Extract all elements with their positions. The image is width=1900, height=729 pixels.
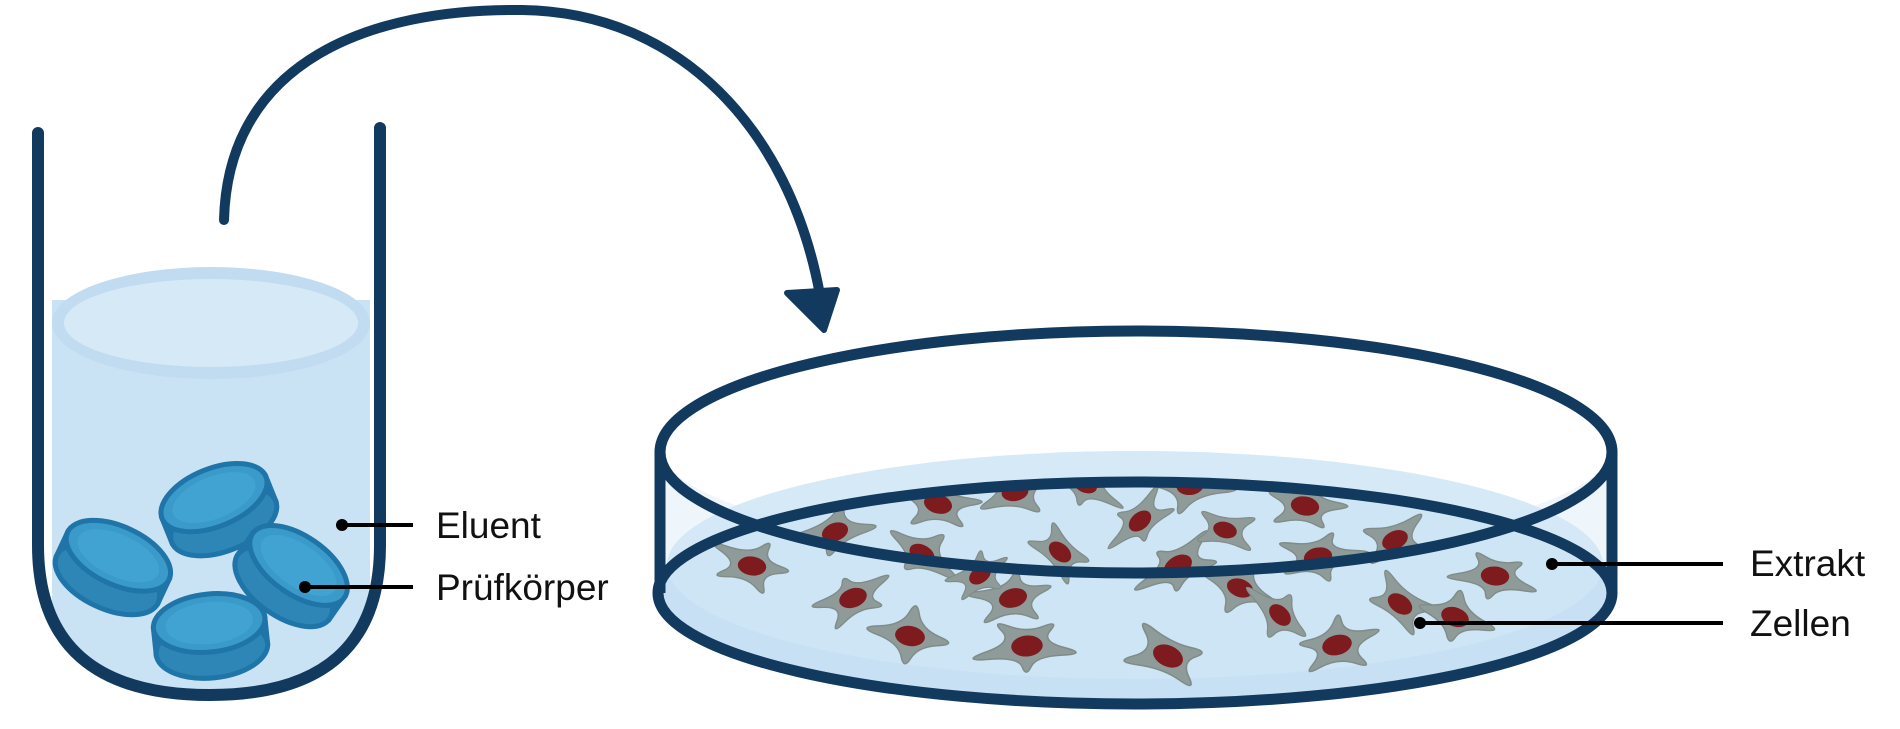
cell xyxy=(789,505,877,557)
cell-nucleus xyxy=(1269,604,1291,626)
cell xyxy=(712,542,790,594)
cell-nucleus xyxy=(1128,510,1152,532)
cell-nucleus xyxy=(1290,496,1320,516)
cell xyxy=(1446,552,1537,600)
label-extrakt-text: Extrakt xyxy=(1750,543,1866,584)
cell-nucleus xyxy=(821,522,849,542)
test-tube-icon xyxy=(32,122,386,702)
cell-nucleus xyxy=(999,588,1027,608)
cell xyxy=(866,605,950,665)
sample-disc xyxy=(52,517,174,618)
cell-nucleus xyxy=(1048,541,1072,563)
cell xyxy=(1123,622,1203,687)
cell-layer xyxy=(712,482,1537,687)
label-eluent-text: Eluent xyxy=(436,505,542,546)
tube-outline xyxy=(32,122,386,702)
cell-nucleus xyxy=(1480,566,1510,586)
cell xyxy=(1268,482,1349,529)
cell xyxy=(1107,484,1175,550)
label-pruefkoerper-text: Prüfkörper xyxy=(436,567,609,608)
label-eluent: Eluent xyxy=(336,505,542,546)
cell-nucleus xyxy=(1011,635,1043,657)
cell xyxy=(1299,614,1380,673)
cell-nucleus xyxy=(1153,644,1183,668)
curved-arrow-icon xyxy=(219,4,840,333)
cell-nucleus xyxy=(1322,634,1352,656)
label-pruefkoerper: Prüfkörper xyxy=(299,567,609,608)
label-extrakt: Extrakt xyxy=(1546,543,1866,584)
cell xyxy=(972,623,1077,673)
cell-nucleus xyxy=(1382,530,1408,550)
cell xyxy=(1197,510,1256,552)
cell-nucleus xyxy=(895,625,925,647)
cell xyxy=(811,574,890,630)
cell-nucleus xyxy=(839,587,867,609)
petri-dish-icon xyxy=(652,325,1618,710)
cell xyxy=(1368,569,1440,636)
cell-nucleus xyxy=(1213,521,1237,539)
dish-top-rim xyxy=(654,325,1618,579)
cell-nucleus xyxy=(1387,593,1413,615)
label-zellen-text: Zellen xyxy=(1750,603,1851,644)
cell-nucleus xyxy=(924,494,952,514)
cell-nucleus xyxy=(1226,578,1254,598)
cell xyxy=(1246,586,1307,638)
cell-nucleus xyxy=(737,556,767,576)
sample-disc xyxy=(150,591,271,681)
label-zellen: Zellen xyxy=(1414,603,1851,644)
